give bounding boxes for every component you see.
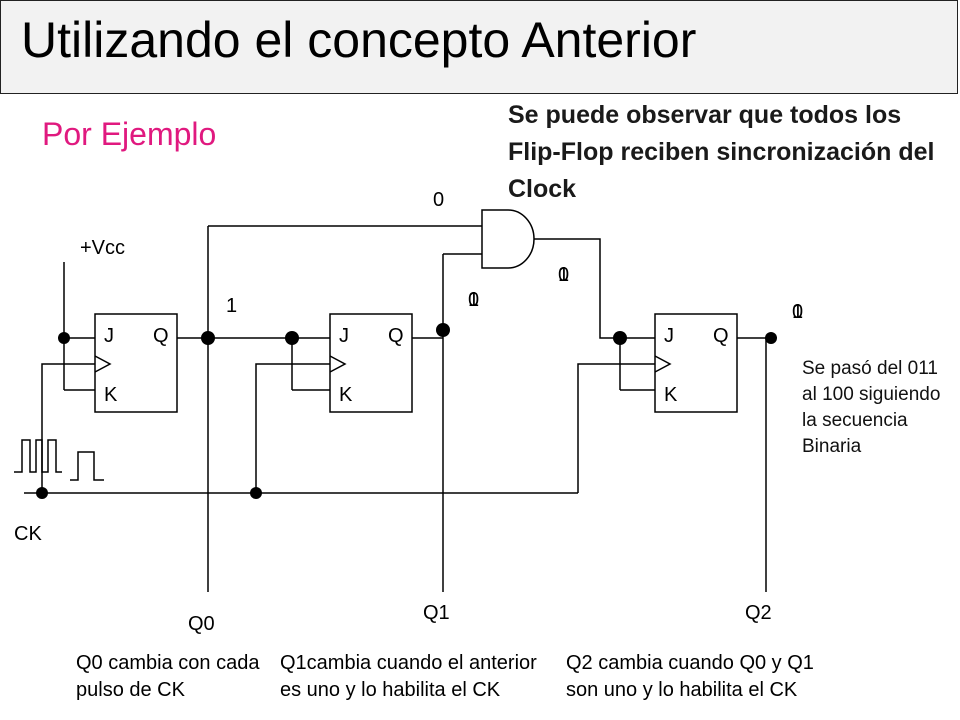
q0-value: 1 [226,295,238,317]
caption-q0-line1: Q0 cambia con cada [76,652,260,674]
clock-input-marker-2 [329,355,347,373]
and-input-value-old: 0 [558,264,570,286]
caption-q1-line2: es uno y lo habilita el CK [280,679,501,701]
clock-input-marker-1 [94,355,112,373]
q1-label: Q1 [423,602,450,624]
junction-q2 [765,332,777,344]
ff3-clock-wire [577,363,655,493]
clock-input-marker-3 [654,355,672,373]
subtitle: Por Ejemplo [42,116,217,152]
q1-value-old: 0 [468,289,480,311]
ff3-k-pin: K [664,384,678,406]
ck-label: CK [14,523,42,545]
ff2-clock-wire [255,363,330,493]
ff3-q-pin: Q [713,325,729,347]
ff3-j-pin: J [664,325,674,347]
caption-q0: Q0 cambia con cada pulso de CK [76,650,259,704]
observation-note: Se puede observar que todos los Flip-Flo… [508,101,935,203]
clock-pulse-single [70,451,104,481]
q1-value-new: 1 [468,289,480,311]
title-bar: Utilizando el concepto Anterior [0,0,958,94]
q0-label: Q0 [188,613,215,635]
ff2-j-pin: J [339,325,349,347]
junction-q0 [201,331,215,345]
q2-output-wire [737,337,767,592]
junction-clock-1 [36,487,48,499]
sequence-note: Se pasó del 011 al 100 siguiendo la secu… [802,358,941,457]
and-output-value: 0 [433,189,445,211]
ff2-q-pin: Q [388,325,404,347]
and-input-value-new: 1 [558,264,570,286]
junction-clock-2 [250,487,262,499]
vcc-label: +Vcc [80,237,126,259]
junction-ff3-j [613,331,627,345]
caption-q1-line1: Q1cambia cuando el anterior [280,652,537,674]
caption-q0-line2: pulso de CK [76,679,185,701]
ff1-clock-wire [41,363,95,493]
q2-value-new: 1 [792,301,804,323]
junction-ff1-j [58,332,70,344]
ff1-k-pin: K [104,384,118,406]
q2-label: Q2 [745,602,772,624]
ff1-q-pin: Q [153,325,169,347]
and-output-wire [534,238,620,339]
caption-q2: Q2 cambia cuando Q0 y Q1 son uno y lo ha… [566,650,814,704]
and-gate [481,209,535,269]
page-title: Utilizando el concepto Anterior [21,12,697,68]
q2-value-old: 0 [792,301,804,323]
junction-q1 [436,323,450,337]
clock-waveform [14,439,62,473]
ff1-j-pin: J [104,325,114,347]
caption-q2-line1: Q2 cambia cuando Q0 y Q1 [566,652,814,674]
junction-ff2-j [285,331,299,345]
caption-q2-line2: son uno y lo habilita el CK [566,679,798,701]
caption-q1: Q1cambia cuando el anterior es uno y lo … [280,650,537,704]
ff2-k-pin: K [339,384,353,406]
